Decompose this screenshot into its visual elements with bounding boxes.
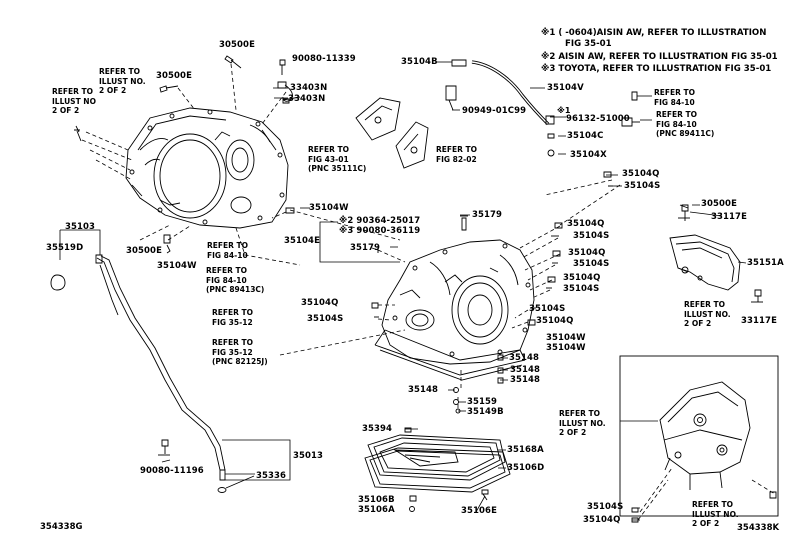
part-label: 35104S: [587, 502, 624, 512]
dipstick-drawing: [50, 254, 227, 493]
detail-box: [619, 355, 779, 517]
reference-note: REFER TO ILLUST NO. 2 OF 2: [692, 500, 739, 528]
part-label: 90949-01C99: [462, 106, 527, 116]
tube-drawing: [445, 59, 555, 157]
part-label: 35104Q: [567, 219, 605, 229]
part-label: 30500E: [701, 199, 737, 209]
part-label: ※2 90364-25017: [339, 216, 421, 226]
part-label: 35104W: [157, 261, 197, 271]
part-label: 35149B: [467, 407, 504, 417]
part-label: 35336: [256, 471, 287, 481]
part-label: 33403N: [290, 83, 328, 93]
part-label: 35104S: [624, 181, 661, 191]
part-label: 35104V: [547, 83, 584, 93]
figure-code-left: 354338G: [40, 522, 83, 532]
part-label: 35168A: [507, 445, 544, 455]
part-label: 35104Q: [301, 298, 339, 308]
reference-note: REFER TO FIG 82-02: [436, 145, 478, 164]
part-label: 35179: [472, 210, 503, 220]
part-label: 35104S: [563, 284, 600, 294]
part-label: 30500E: [126, 246, 162, 256]
reference-note: REFER TO FIG 84-10 (PNC 89413C): [206, 266, 265, 294]
cover-drawing: [669, 234, 741, 291]
part-label: 35106D: [507, 463, 545, 473]
reference-note: REFER TO ILLUST NO 2 OF 2: [52, 87, 96, 115]
part-label: 30500E: [156, 71, 192, 81]
part-label: 35106B: [358, 495, 395, 505]
part-label: 35103: [65, 222, 96, 232]
part-label: 35104Q: [536, 316, 574, 326]
part-label: 35104W: [546, 333, 586, 343]
part-label: 35104Q: [563, 273, 601, 283]
reference-note: REFER TO FIG 84-10 (PNC 89411C): [656, 110, 715, 138]
reference-note: REFER TO FIG 84-10: [654, 88, 696, 107]
part-label: 35148: [510, 365, 541, 375]
part-label: 35104S: [573, 231, 610, 241]
note-2: ※2 AISIN AW, REFER TO ILLUSTRATION FIG 3…: [541, 52, 778, 62]
part-label: ※3 90080-36119: [339, 226, 421, 236]
part-label: 35104S: [529, 304, 566, 314]
reference-note: REFER TO ILLUST NO. 2 OF 2: [559, 409, 606, 437]
reference-note: REFER TO ILLUST NO. 2 OF 2: [684, 300, 731, 328]
part-label: 30500E: [219, 40, 255, 50]
note-1-cont: FIG 35-01: [565, 39, 612, 49]
part-label: 35151A: [747, 258, 784, 268]
part-label: 35104W: [546, 343, 586, 353]
part-label: 35148: [408, 385, 439, 395]
part-label: 35104S: [573, 259, 610, 269]
note-3: ※3 TOYOTA, REFER TO ILLUSTRATION FIG 35-…: [541, 64, 772, 74]
part-label: 35159: [467, 397, 498, 407]
part-label: 35104S: [307, 314, 344, 324]
reference-note: REFER TO FIG 84-10: [207, 241, 249, 260]
transaxle-case-drawing: [374, 239, 535, 381]
part-label: 35104C: [567, 131, 604, 141]
bracket-small-drawing: [355, 97, 429, 169]
part-label: 35394: [362, 424, 393, 434]
part-label: 33117E: [711, 212, 747, 222]
part-label: 35148: [509, 353, 540, 363]
transaxle-housing-drawing: [125, 107, 289, 229]
bracket-drawing: [659, 381, 751, 490]
part-label: 35104Q: [583, 515, 621, 525]
part-label: 35519D: [46, 243, 84, 253]
part-label: 35106E: [461, 506, 497, 516]
reference-note: REFER TO FIG 35-12: [212, 308, 254, 327]
figure-code-right: 354338K: [737, 523, 780, 533]
note-1: ※1 ( -0604)AISIN AW, REFER TO ILLUSTRATI…: [541, 28, 767, 38]
part-label: 33403N: [288, 94, 326, 104]
part-label: 35104E: [284, 236, 320, 246]
part-label: ※1: [557, 106, 571, 115]
part-label: 35106A: [358, 505, 395, 515]
part-label: 35104B: [401, 57, 438, 67]
part-label: 35013: [293, 451, 324, 461]
reference-note: REFER TO FIG 43-01 (PNC 35111C): [308, 145, 367, 173]
oil-pan-drawing: [364, 434, 511, 493]
part-label: 35104X: [570, 150, 607, 160]
reference-note: REFER TO ILLUST NO. 2 OF 2: [99, 67, 146, 95]
reference-note: REFER TO FIG 35-12 (PNC 82125J): [212, 338, 268, 366]
part-label: 90080-11196: [140, 466, 204, 476]
part-label: 35104Q: [568, 248, 606, 258]
part-label: 35104W: [309, 203, 349, 213]
part-label: 90080-11339: [292, 54, 356, 64]
part-label: 33117E: [741, 316, 777, 326]
part-label: 35104Q: [622, 169, 660, 179]
part-label: 35179: [350, 243, 381, 253]
part-label: 35148: [510, 375, 541, 385]
part-label: 96132-51000: [566, 114, 630, 124]
